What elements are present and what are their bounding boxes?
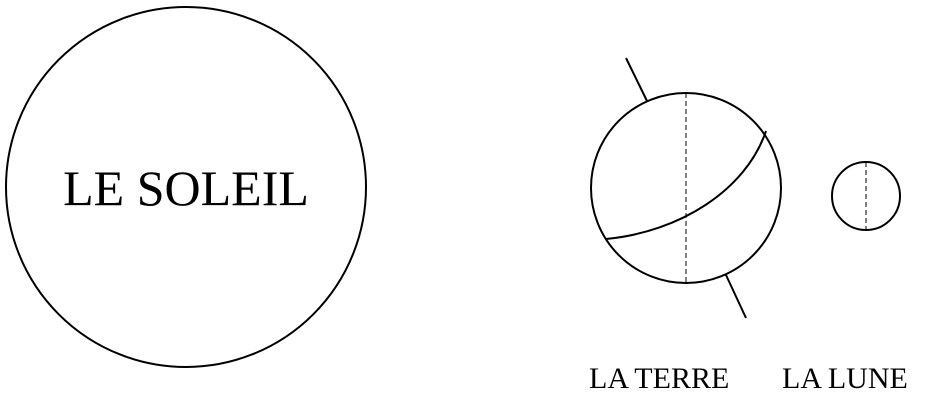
earth-axis-bottom [726,275,746,318]
moon-label: LA LUNE [782,362,908,393]
earth [591,58,781,318]
earth-label: LA TERRE [589,362,729,393]
moon [832,162,900,230]
earth-axis-top [626,58,647,101]
sun-label: LE SOLEIL [63,160,309,216]
sun: LE SOLEIL [6,7,366,367]
